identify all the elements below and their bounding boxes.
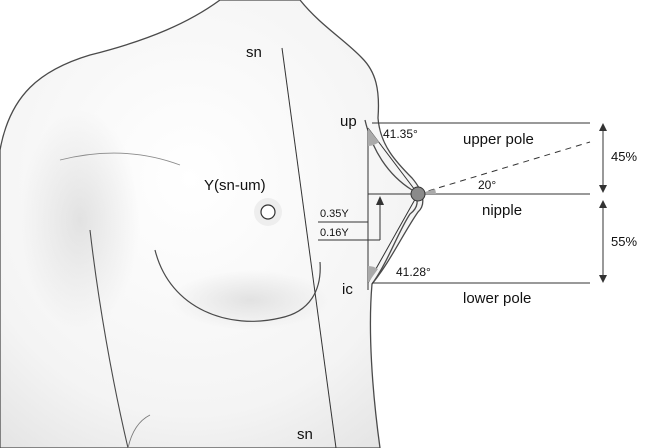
shoulder-shadow — [20, 110, 140, 330]
nipple-angle-dashed-line — [418, 142, 590, 194]
upper-pole-label: upper pole — [463, 131, 534, 148]
lower-pct-arrowhead-top — [599, 200, 607, 208]
nipple-label: nipple — [482, 202, 522, 219]
ratio-016-label: 0.16Y — [320, 227, 349, 239]
sn-bottom-label: sn — [297, 426, 313, 443]
lower-pole-label: lower pole — [463, 290, 531, 307]
y-measure-label: Y(sn-um) — [204, 177, 266, 194]
lower-pct-label: 55% — [611, 234, 637, 249]
nipple-angle-label: 20° — [478, 178, 496, 192]
sn-top-label: sn — [246, 44, 262, 61]
ic-label: ic — [342, 281, 353, 298]
lower-angle-label: 41.28° — [396, 265, 431, 279]
ratio-035-label: 0.35Y — [320, 208, 349, 220]
upper-pct-arrowhead-top — [599, 123, 607, 131]
up-label: up — [340, 113, 357, 130]
upper-angle-label: 41.35° — [383, 127, 418, 141]
lower-pct-arrowhead-bottom — [599, 275, 607, 283]
nipple-marker — [411, 187, 425, 201]
nipple-front — [261, 205, 275, 219]
upper-pct-label: 45% — [611, 149, 637, 164]
upper-pct-arrowhead-bottom — [599, 185, 607, 193]
